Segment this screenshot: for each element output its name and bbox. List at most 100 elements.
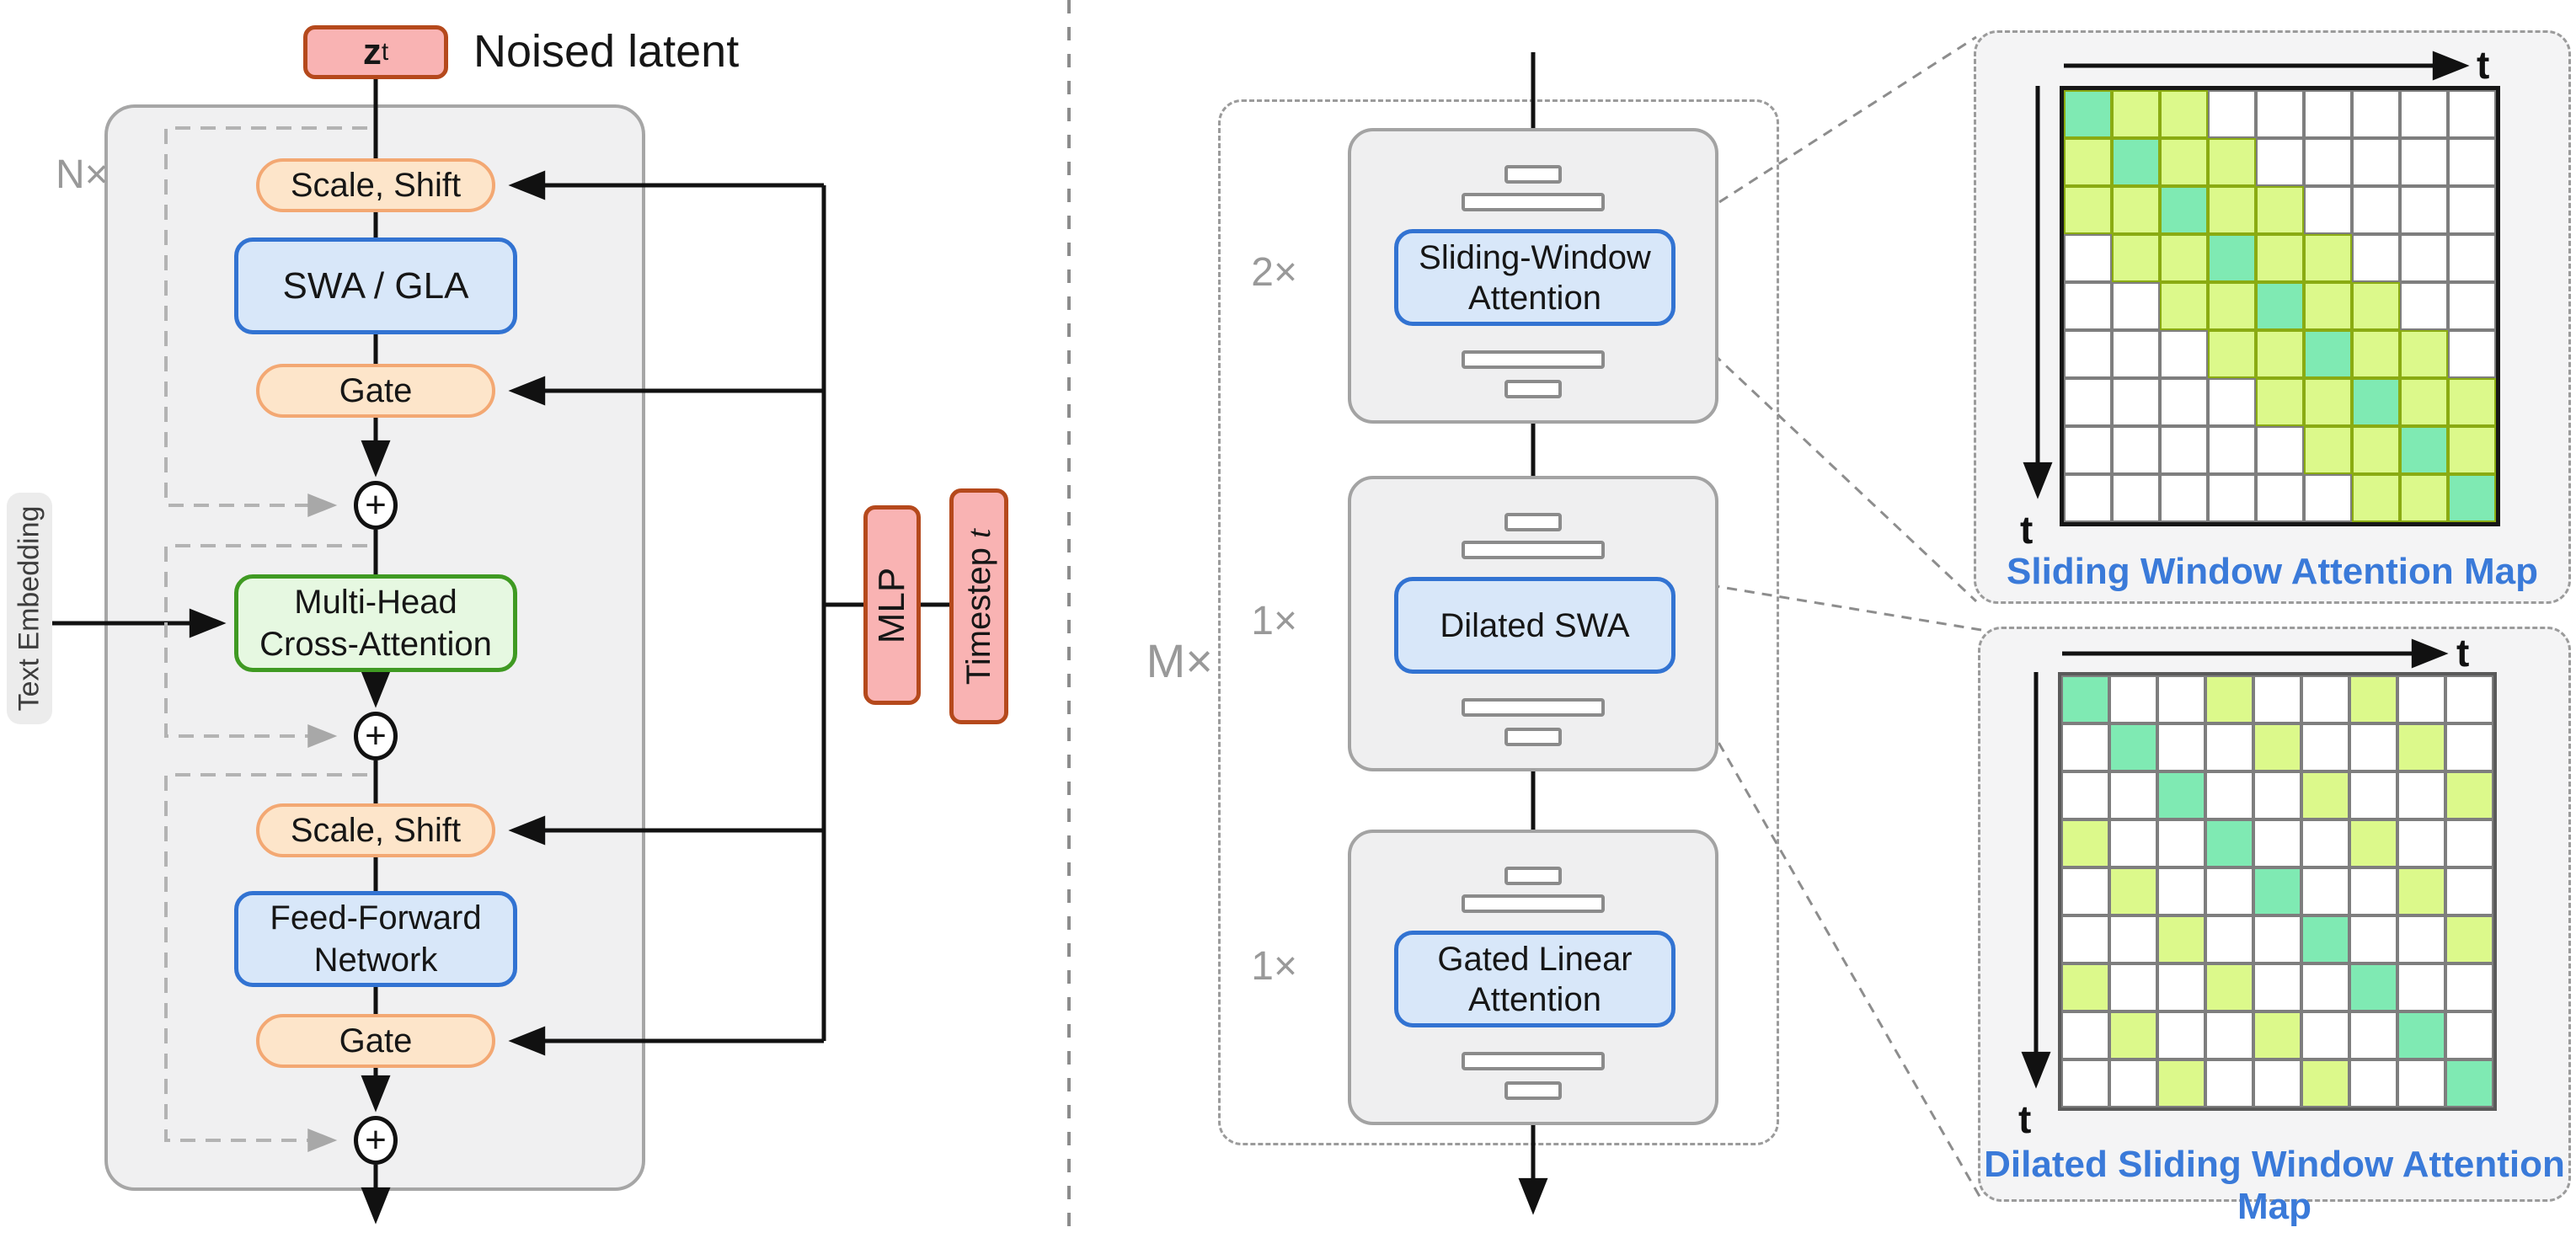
attention-cell — [2112, 426, 2160, 474]
attention-cell — [2208, 138, 2256, 186]
attention-cell — [2253, 867, 2301, 915]
attention-cell — [2445, 675, 2493, 723]
conditioning-bus-lines — [508, 170, 949, 1056]
plus-icon: + — [365, 1119, 387, 1161]
adapter-bar-icon — [1462, 1052, 1605, 1070]
attention-cell — [2304, 234, 2352, 282]
attention-cell — [2304, 474, 2352, 522]
stage-2-multiplier: 1× — [1251, 599, 1297, 643]
attention-cell — [2304, 426, 2352, 474]
attention-cell — [2112, 234, 2160, 282]
attention-cell — [2109, 1059, 2157, 1107]
map-axis-arrows — [2021, 51, 2470, 1089]
attention-cell — [2205, 963, 2253, 1011]
attention-cell — [2301, 915, 2349, 963]
attention-cell — [2349, 675, 2397, 723]
attention-cell — [2256, 138, 2304, 186]
attention-cell — [2064, 378, 2112, 426]
attention-cell — [2157, 1059, 2205, 1107]
map1-title: Sliding Window Attention Map — [2007, 551, 2538, 592]
map2-title: Dilated Sliding Window Attention Map — [1984, 1144, 2565, 1227]
attention-cell — [2061, 771, 2109, 819]
attention-cell — [2160, 378, 2208, 426]
attention-cell — [2256, 186, 2304, 234]
attention-cell — [2256, 234, 2304, 282]
attention-cell — [2205, 819, 2253, 867]
attention-cell — [2109, 675, 2157, 723]
attention-cell — [2448, 186, 2496, 234]
stage-label-line2: Attention — [1468, 980, 1601, 1018]
attention-cell — [2061, 915, 2109, 963]
attention-cell — [2109, 771, 2157, 819]
attention-cell — [2301, 675, 2349, 723]
attention-cell — [2205, 1011, 2253, 1059]
attention-cell — [2112, 186, 2160, 234]
attention-cell — [2397, 771, 2445, 819]
m-repeat-label: M× — [1146, 634, 1213, 687]
attention-cell — [2160, 330, 2208, 378]
attention-cell — [2253, 1059, 2301, 1107]
attention-cell — [2301, 963, 2349, 1011]
attention-cell — [2208, 378, 2256, 426]
attention-cell — [2445, 915, 2493, 963]
attention-cell — [2160, 186, 2208, 234]
attention-cell — [2349, 963, 2397, 1011]
stage-1-multiplier: 2× — [1251, 250, 1297, 295]
attention-cell — [2112, 474, 2160, 522]
attention-cell — [2064, 426, 2112, 474]
attention-cell — [2397, 915, 2445, 963]
attention-cell — [2061, 1059, 2109, 1107]
attention-cell — [2448, 474, 2496, 522]
timestep-symbol: t — [959, 528, 998, 538]
attention-cell — [2112, 90, 2160, 138]
attention-cell — [2352, 378, 2400, 426]
attention-cell — [2448, 234, 2496, 282]
timestep-word: Timestep — [960, 547, 998, 685]
attention-cell — [2256, 378, 2304, 426]
attention-cell — [2445, 1059, 2493, 1107]
attention-cell — [2304, 378, 2352, 426]
attention-cell — [2109, 867, 2157, 915]
attention-cell — [2253, 771, 2301, 819]
attention-cell — [2400, 330, 2448, 378]
stage-3-multiplier: 1× — [1251, 944, 1297, 989]
attention-cell — [2397, 1011, 2445, 1059]
attention-cell — [2256, 330, 2304, 378]
adapter-bar-icon — [1504, 728, 1562, 746]
attention-cell — [2448, 90, 2496, 138]
adapter-bar-icon — [1504, 165, 1562, 184]
attention-cell — [2301, 771, 2349, 819]
cross-attention-line2: Cross-Attention — [259, 626, 492, 663]
residual-add-1: + — [354, 481, 398, 530]
attention-cell — [2349, 1059, 2397, 1107]
attention-stack-panel — [1218, 99, 1779, 1145]
attention-cell — [2448, 330, 2496, 378]
attention-cell — [2205, 1059, 2253, 1107]
attention-cell — [2304, 186, 2352, 234]
attention-cell — [2349, 819, 2397, 867]
attention-cell — [2109, 819, 2157, 867]
attention-cell — [2160, 474, 2208, 522]
map2-y-axis-label: t — [2018, 1097, 2032, 1141]
attention-cell — [2160, 138, 2208, 186]
attention-cell — [2352, 426, 2400, 474]
attention-cell — [2205, 771, 2253, 819]
sliding-window-attention-box: Sliding-Window Attention — [1394, 229, 1675, 326]
attention-cell — [2445, 771, 2493, 819]
attention-cell — [2397, 675, 2445, 723]
attention-cell — [2304, 138, 2352, 186]
adapter-bar-icon — [1462, 894, 1605, 913]
attention-cell — [2061, 675, 2109, 723]
latent-subscript: t — [381, 38, 389, 66]
attention-cell — [2400, 474, 2448, 522]
attention-cell — [2256, 90, 2304, 138]
attention-cell — [2445, 723, 2493, 771]
latent-symbol: z — [362, 31, 382, 72]
stage-gated-linear: Gated Linear Attention — [1348, 830, 1718, 1125]
attention-cell — [2445, 819, 2493, 867]
map1-y-axis-label: t — [2020, 508, 2034, 552]
attention-cell — [2445, 1011, 2493, 1059]
adapter-bar-icon — [1462, 698, 1605, 717]
